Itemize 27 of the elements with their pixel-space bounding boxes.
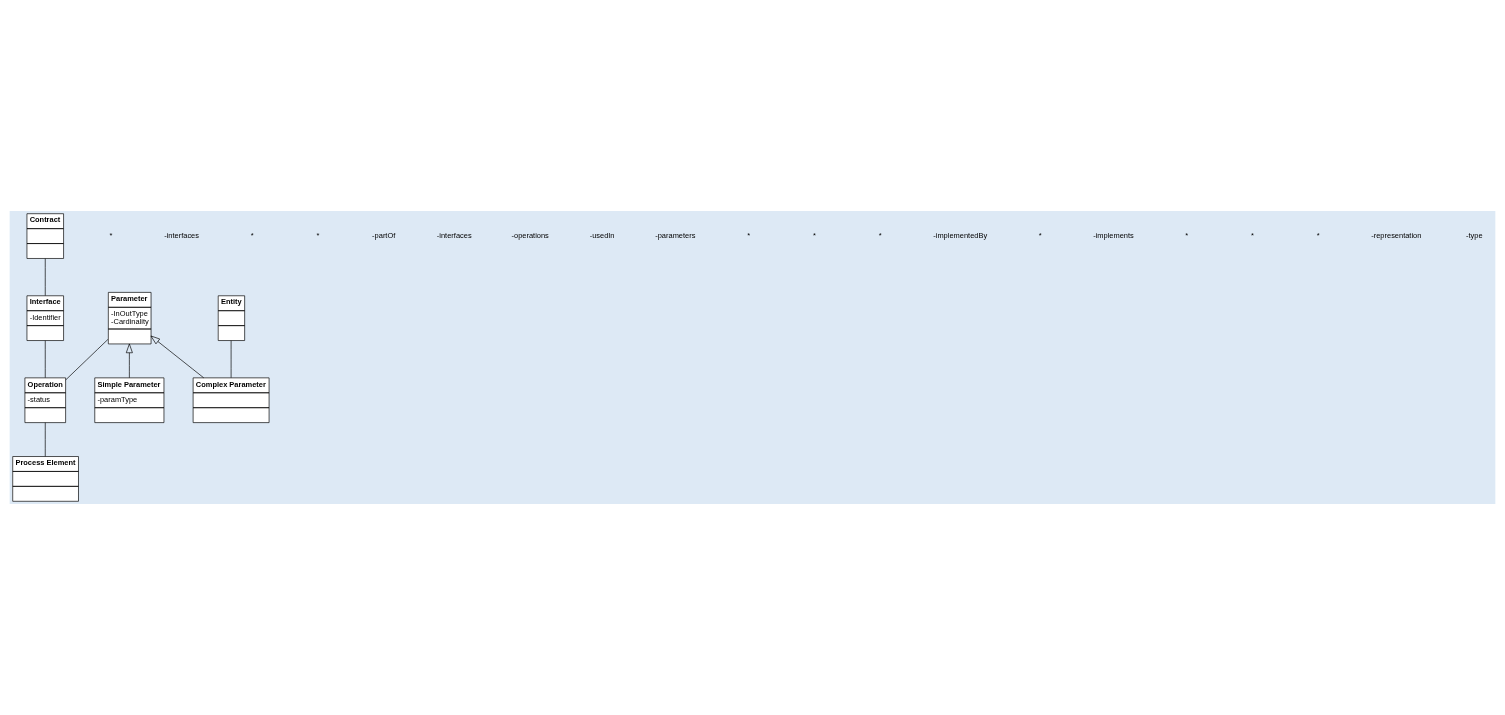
label: * xyxy=(747,230,751,240)
label: * xyxy=(878,230,882,240)
connector xyxy=(44,258,46,296)
label: -interfaces xyxy=(164,230,199,240)
label: -parameters xyxy=(655,230,696,240)
label: * xyxy=(812,230,816,240)
connector xyxy=(44,422,46,457)
label: * xyxy=(250,230,254,240)
label: -type xyxy=(1466,230,1483,240)
label: -partOf xyxy=(372,230,396,240)
connector xyxy=(230,340,232,379)
arrow xyxy=(125,343,133,379)
label: -implements xyxy=(1093,230,1134,240)
arrow xyxy=(150,335,205,379)
connector xyxy=(65,339,109,381)
label: -interfaces xyxy=(436,230,472,240)
label: * xyxy=(109,230,113,240)
label: -usedIn xyxy=(589,230,615,240)
label: -implementedBy xyxy=(933,230,988,240)
label: * xyxy=(1038,230,1042,240)
label: * xyxy=(1316,230,1320,240)
label: -representation xyxy=(1371,230,1422,240)
label: * xyxy=(1185,230,1189,240)
label: -operations xyxy=(511,230,549,240)
connector xyxy=(44,340,46,379)
label: * xyxy=(1251,230,1254,240)
label: * xyxy=(316,230,320,240)
